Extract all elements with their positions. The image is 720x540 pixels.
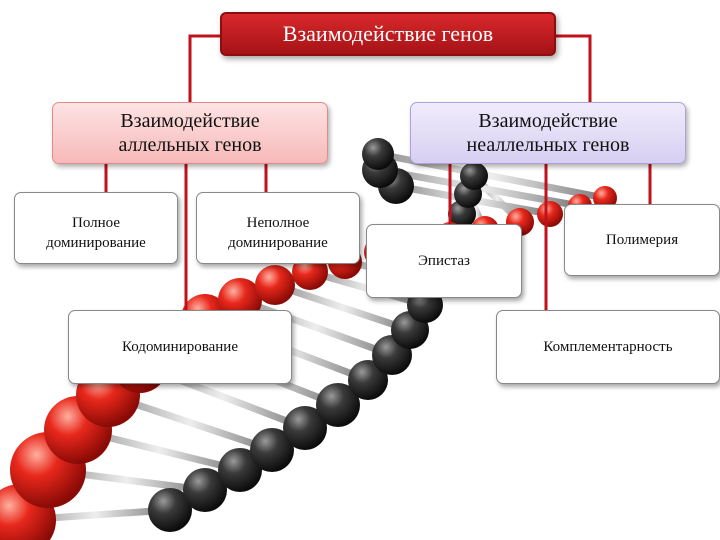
- incomplete-dominance-line1: Неполное: [246, 215, 310, 231]
- epistasis-label: Эпистаз: [418, 253, 470, 269]
- dna-dark-ball: [218, 448, 262, 492]
- complementarity-label: Комплементарность: [543, 339, 673, 355]
- polymery-node: Полимерия: [564, 204, 720, 276]
- polymery-label: Полимерия: [605, 232, 679, 248]
- dna-dark-ball: [283, 406, 327, 450]
- dna-dark-ball: [316, 383, 360, 427]
- dna-dark-ball: [348, 360, 388, 400]
- nonallelic-interaction-node: Взаимодействие неаллельных генов: [410, 102, 686, 164]
- root-node-gene-interaction: Взаимодействие генов: [220, 12, 556, 56]
- dna-dark-ball: [148, 488, 192, 532]
- dna-rung: [271, 281, 414, 334]
- codominance-node: Кодоминирование: [68, 310, 292, 384]
- nonallelic-label-line2: неаллельных генов: [466, 134, 630, 156]
- epistasis-node: Эпистаз: [366, 224, 522, 298]
- incomplete-dominance-line2: доминирование: [228, 235, 328, 251]
- dna-dark-ball: [460, 162, 488, 190]
- complete-dominance-node: Полное доминирование: [14, 192, 178, 264]
- dna-dark-ball: [362, 138, 394, 170]
- allelic-label-line1: Взаимодействие: [120, 110, 260, 132]
- nonallelic-label-line1: Взаимодействие: [478, 110, 618, 132]
- complete-dominance-line2: доминирование: [46, 235, 146, 251]
- connector-lines: [104, 34, 652, 310]
- dna-red-ball: [537, 201, 563, 227]
- dna-red-ball: [255, 265, 295, 305]
- allelic-interaction-node: Взаимодействие аллельных генов: [52, 102, 328, 164]
- dna-dark-ball: [183, 468, 227, 512]
- dna-dark-ball: [250, 428, 294, 472]
- incomplete-dominance-node: Неполное доминирование: [196, 192, 360, 264]
- codominance-label: Кодоминирование: [121, 339, 238, 355]
- complementarity-node: Комплементарность: [496, 310, 720, 384]
- dna-rung: [236, 296, 396, 359]
- allelic-label-line2: аллельных генов: [118, 134, 262, 156]
- root-title: Взаимодействие генов: [282, 21, 494, 46]
- complete-dominance-line1: Полное: [72, 215, 120, 231]
